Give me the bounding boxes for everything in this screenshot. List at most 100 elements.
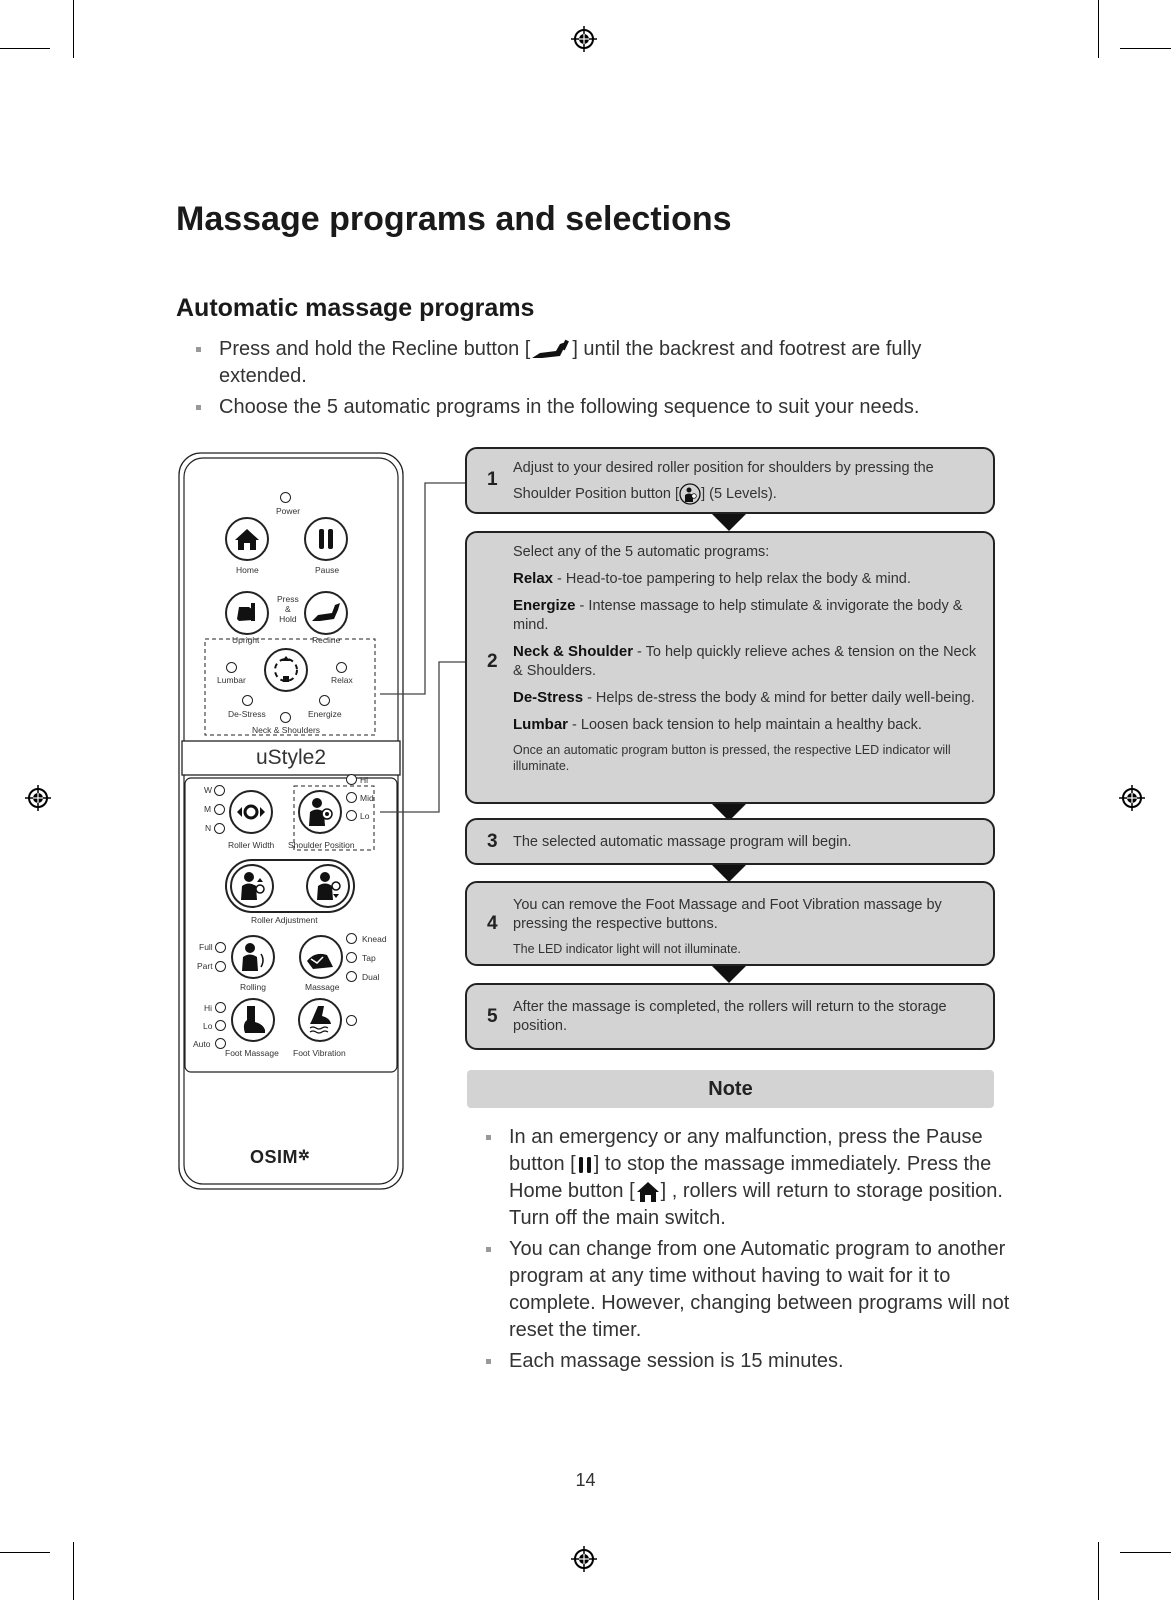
note-header: Note <box>467 1070 994 1108</box>
press-hold-line: & <box>285 604 291 614</box>
power-label: Power <box>276 506 301 516</box>
width-m-label: M <box>204 804 212 814</box>
registration-mark-icon <box>1119 785 1145 811</box>
flow-arrow <box>712 804 746 821</box>
dual-led[interactable] <box>346 971 357 982</box>
home-button[interactable] <box>225 517 269 561</box>
roller-width-button[interactable] <box>229 790 273 834</box>
program-name: Lumbar <box>513 716 569 733</box>
intro-text: Press and hold the Recline button [ <box>219 338 531 360</box>
remote-outline <box>178 452 404 1190</box>
program-energize: Energize - Intense massage to help stimu… <box>513 596 983 635</box>
program-name: Energize <box>513 597 576 614</box>
roller-width-label: Roller Width <box>228 840 275 850</box>
foot-auto-led[interactable] <box>215 1038 226 1049</box>
program-name: Neck & Shoulder <box>513 643 634 660</box>
step-5-box: 5 After the massage is completed, the ro… <box>465 983 995 1050</box>
foot-lo-label: Lo <box>203 1021 213 1031</box>
tap-label: Tap <box>362 953 376 963</box>
width-m-led[interactable] <box>214 804 225 815</box>
foot-vibration-led[interactable] <box>346 1015 357 1026</box>
knead-label: Knead <box>362 934 387 944</box>
lumbar-led[interactable] <box>226 662 237 673</box>
foot-auto-label: Auto <box>193 1039 211 1049</box>
program-name: De-Stress <box>513 689 584 706</box>
foot-hi-led[interactable] <box>215 1002 226 1013</box>
program-desc: - Loosen back tension to help maintain a… <box>568 717 922 733</box>
section-title: Automatic massage programs <box>176 294 535 322</box>
shoulder-position-button[interactable] <box>298 790 342 834</box>
power-led[interactable] <box>280 492 291 503</box>
step-4-note: The LED indicator light will not illumin… <box>513 942 741 956</box>
step-number: 2 <box>487 651 498 672</box>
note-item: Each massage session is 15 minutes. <box>483 1348 1028 1375</box>
step-2-led-note: Once an automatic program button is pres… <box>513 743 951 773</box>
position-mid-led[interactable] <box>346 792 357 803</box>
position-hi-led[interactable] <box>346 774 357 785</box>
osim-logo: OSIM✲ <box>250 1147 310 1168</box>
part-led[interactable] <box>215 961 226 972</box>
neck-shoulders-led[interactable] <box>280 712 291 723</box>
rolling-button[interactable] <box>231 935 275 979</box>
full-led[interactable] <box>215 942 226 953</box>
roller-down-button[interactable] <box>306 864 350 908</box>
registration-mark-icon <box>571 1546 597 1572</box>
upright-label: Upright <box>232 635 260 645</box>
de-stress-label: De-Stress <box>228 709 266 719</box>
flow-arrow <box>712 865 746 882</box>
note-text: In an emergency or any malfunction, pres… <box>509 1126 983 1175</box>
program-desc: - To help quickly relieve aches & tensio… <box>513 644 977 679</box>
shoulder-position-label: Shoulder Position <box>288 840 355 850</box>
relax-led[interactable] <box>336 662 347 673</box>
home-label: Home <box>236 565 259 575</box>
roller-down-icon <box>317 872 341 900</box>
de-stress-led[interactable] <box>242 695 253 706</box>
full-label: Full <box>199 942 213 952</box>
foot-lo-led[interactable] <box>215 1020 226 1031</box>
step-3-box: 3 The selected automatic massage program… <box>465 818 995 865</box>
step-4-text: You can remove the Foot Massage and Foot… <box>513 896 983 964</box>
auto-program-button[interactable] <box>264 648 308 692</box>
step-1-box: 1 Adjust to your desired roller position… <box>465 447 995 514</box>
foot-vibration-button[interactable] <box>298 998 342 1042</box>
program-neck-shoulder: Neck & Shoulder - To help quickly reliev… <box>513 642 983 681</box>
energize-led[interactable] <box>319 695 330 706</box>
energize-label: Energize <box>308 709 342 719</box>
program-relax: Relax - Head-to-toe pampering to help re… <box>513 569 983 589</box>
neck-shoulders-label: Neck & Shoulders <box>252 725 321 735</box>
knead-led[interactable] <box>346 933 357 944</box>
pause-button[interactable] <box>304 517 348 561</box>
step-4-main: You can remove the Foot Massage and Foot… <box>513 897 942 932</box>
page-title: Massage programs and selections <box>176 200 732 238</box>
massage-icon <box>307 953 333 969</box>
foot-massage-button[interactable] <box>231 998 275 1042</box>
recline-button[interactable] <box>304 591 348 635</box>
program-lumbar: Lumbar - Loosen back tension to help mai… <box>513 715 983 735</box>
flow-arrow <box>712 514 746 531</box>
registration-mark-icon <box>25 785 51 811</box>
dual-label: Dual <box>362 972 380 982</box>
step-1-text: Adjust to your desired roller position f… <box>513 455 983 507</box>
foot-vibration-icon <box>309 1006 331 1034</box>
step-number: 3 <box>487 831 498 852</box>
foot-vibration-label: Foot Vibration <box>293 1048 346 1058</box>
tap-led[interactable] <box>346 952 357 963</box>
position-hi-label: Hi <box>360 775 369 785</box>
position-lo-led[interactable] <box>346 810 357 821</box>
home-icon <box>636 1181 659 1202</box>
intro-bullets: Press and hold the Recline button [] unt… <box>194 336 984 425</box>
note-item: In an emergency or any malfunction, pres… <box>483 1124 1028 1232</box>
roller-up-button[interactable] <box>230 864 274 908</box>
foot-massage-icon <box>243 1006 265 1033</box>
page-number: 14 <box>575 1470 596 1490</box>
massage-button[interactable] <box>299 935 343 979</box>
roller-up-icon <box>241 872 265 900</box>
remote-control-illustration: Power Home Pause Press & Hold Upright Re… <box>178 452 404 1190</box>
width-n-led[interactable] <box>214 823 225 834</box>
program-de-stress: De-Stress - Helps de-stress the body & m… <box>513 688 983 708</box>
home-icon <box>235 529 259 550</box>
program-desc: - Intense massage to help stimulate & in… <box>513 598 963 633</box>
upright-button[interactable] <box>225 591 269 635</box>
step-1-text-part: ] (5 Levels). <box>701 486 777 502</box>
width-w-led[interactable] <box>214 785 225 796</box>
